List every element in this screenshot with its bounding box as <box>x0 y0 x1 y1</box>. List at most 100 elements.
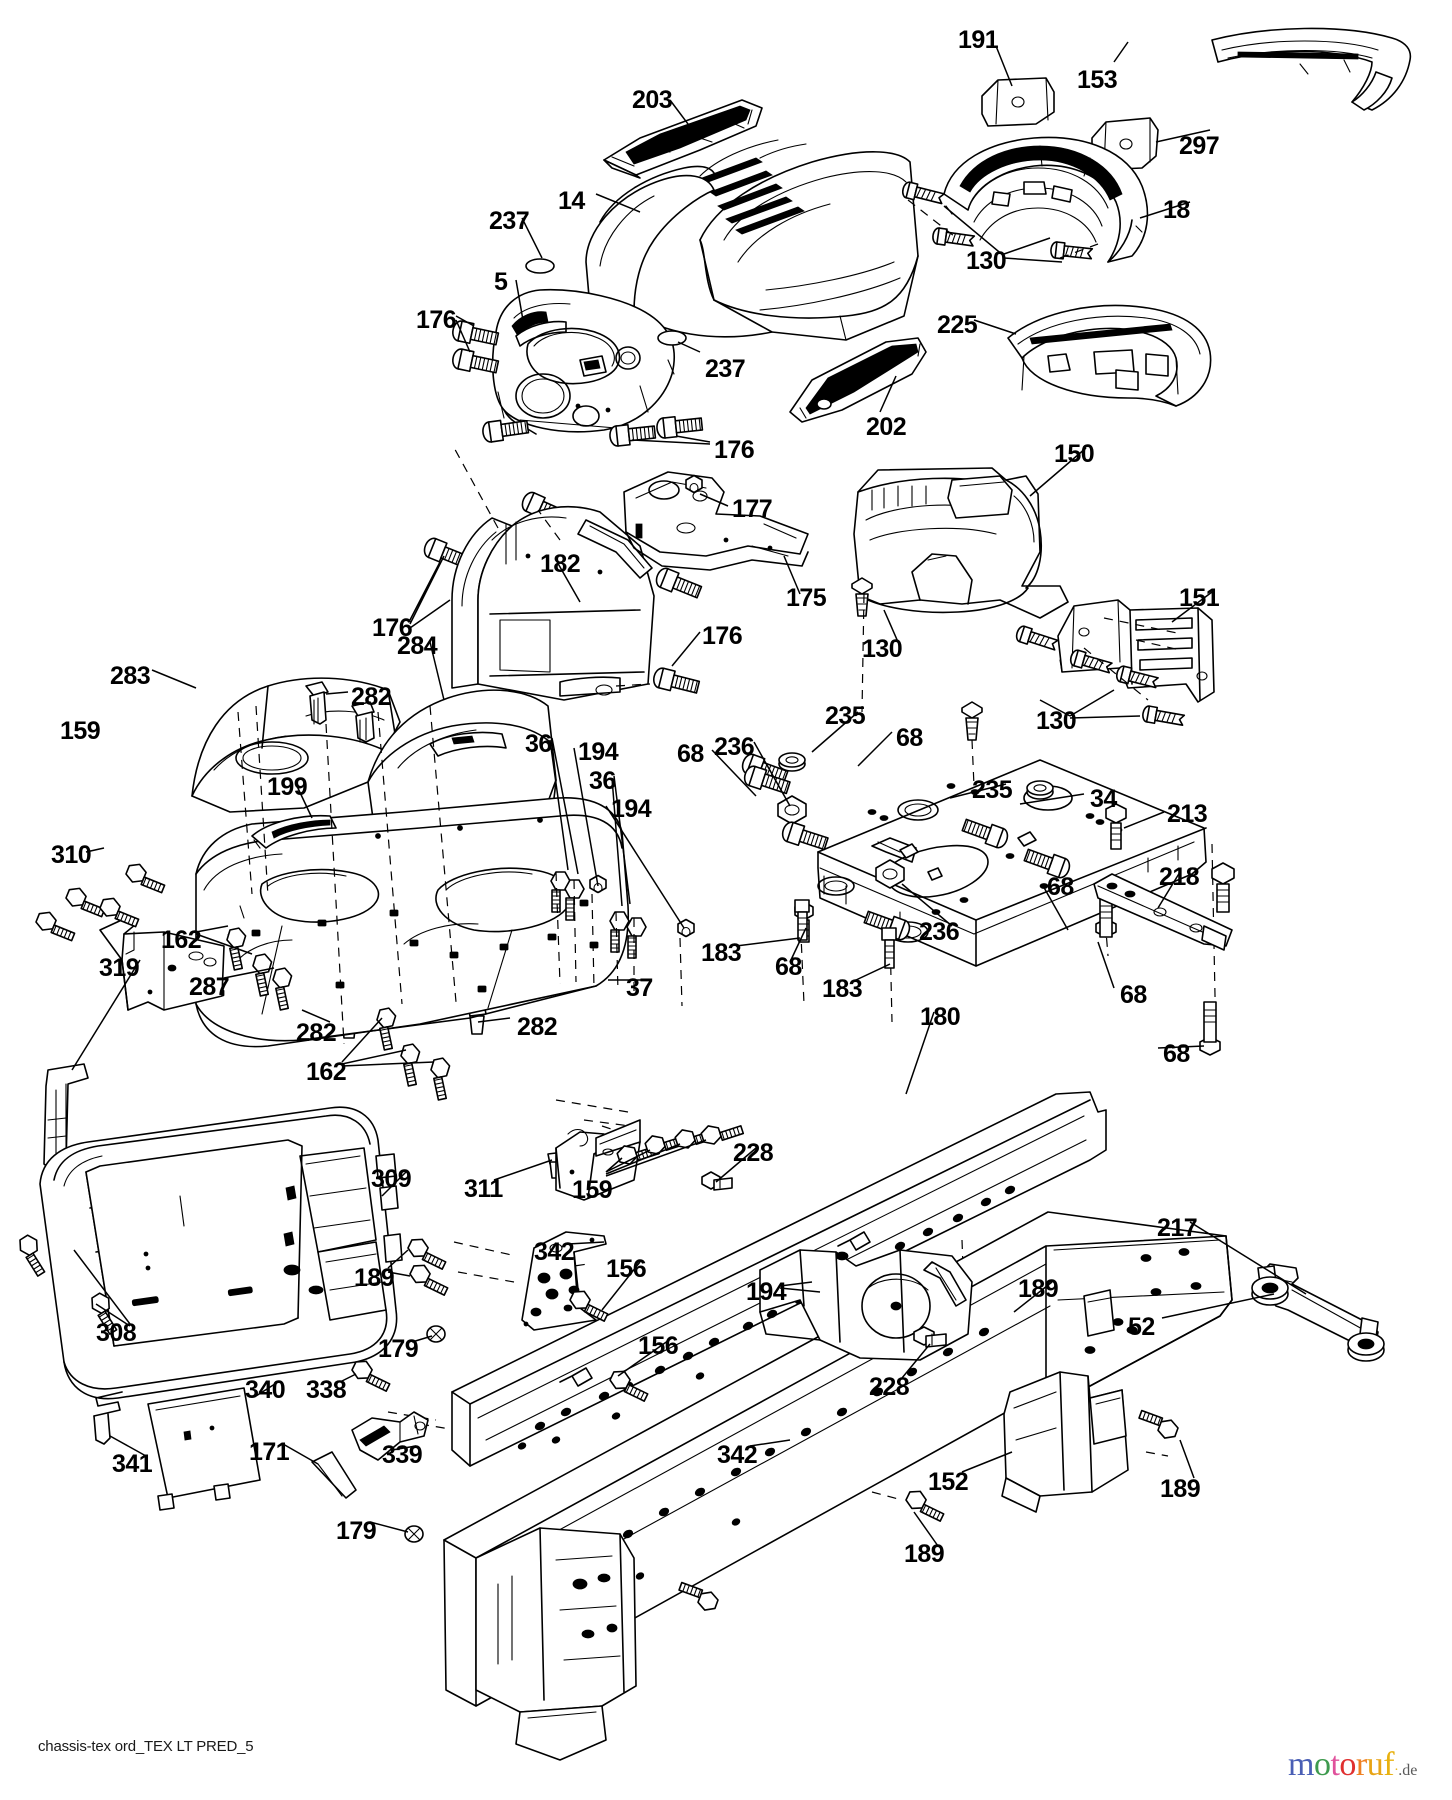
motoruf-watermark: motoruf·.de <box>1288 1748 1417 1782</box>
part-236-nut-a <box>777 795 807 825</box>
callout-282b: 282 <box>296 1019 337 1047</box>
callout-179a: 179 <box>378 1335 419 1363</box>
part-282-clip-b <box>351 701 375 743</box>
callout-189c: 189 <box>1160 1475 1201 1503</box>
part-159-bolt-b <box>63 884 110 919</box>
callout-177: 177 <box>732 495 773 523</box>
part-130-screw-b <box>931 226 976 250</box>
callout-68f: 68 <box>1163 1040 1190 1068</box>
callout-342a: 342 <box>534 1238 575 1266</box>
callout-159a: 159 <box>60 717 101 745</box>
callout-342b: 342 <box>717 1441 758 1469</box>
part-282-clip-a <box>305 681 329 725</box>
callout-235b: 235 <box>972 776 1013 804</box>
part-311-hitch-bracket <box>555 1119 641 1201</box>
callout-282a: 282 <box>351 683 392 711</box>
part-159-bolt-a <box>33 908 80 943</box>
part-52-bushing-a <box>1251 1276 1289 1306</box>
callout-14: 14 <box>558 187 585 215</box>
callout-283: 283 <box>110 662 151 690</box>
part-68-bolt-g <box>1095 898 1117 938</box>
part-179-nut-a <box>426 1325 446 1343</box>
callout-68d: 68 <box>775 953 802 981</box>
callout-68e: 68 <box>1120 981 1147 1009</box>
part-37-body-cover <box>195 797 630 1048</box>
callout-182: 182 <box>540 550 581 578</box>
callout-162b: 162 <box>306 1058 347 1086</box>
callout-189a: 189 <box>354 1264 395 1292</box>
callout-297: 297 <box>1179 132 1220 160</box>
callout-171: 171 <box>249 1438 290 1466</box>
part-176-screw-b <box>450 346 501 378</box>
part-183-bolt-a <box>794 899 810 941</box>
part-225-lower-bumper <box>1007 304 1212 407</box>
part-309-rear-enclosure <box>39 1106 403 1400</box>
callout-156b: 156 <box>638 1332 679 1360</box>
callout-5: 5 <box>494 268 508 296</box>
callout-236b: 236 <box>919 918 960 946</box>
callout-183a: 183 <box>701 939 742 967</box>
part-68-bolt-c <box>779 819 831 855</box>
callout-130a: 130 <box>966 247 1007 275</box>
part-199-handle <box>251 814 337 849</box>
callout-284: 284 <box>397 632 438 660</box>
part-237-plug-lower <box>657 330 687 346</box>
part-130-screw-c <box>1049 240 1094 263</box>
callout-130b: 130 <box>862 635 903 663</box>
callout-68c: 68 <box>1047 873 1074 901</box>
watermark-letter: u <box>1366 1746 1384 1783</box>
part-130-screw-f <box>1013 624 1060 654</box>
callout-228a: 228 <box>733 1139 774 1167</box>
callout-18: 18 <box>1163 196 1190 224</box>
part-202-grille-trim <box>789 337 927 423</box>
part-156-bolt-c <box>674 1580 721 1614</box>
callout-225: 225 <box>937 311 978 339</box>
callout-218: 218 <box>1159 863 1200 891</box>
watermark-letter: o <box>1339 1746 1356 1783</box>
callout-217: 217 <box>1157 1214 1198 1242</box>
part-5-dashboard-console <box>491 288 676 435</box>
part-36-screw-d <box>626 917 647 959</box>
part-130-screw-i <box>1140 704 1186 729</box>
callout-153: 153 <box>1077 66 1118 94</box>
part-339-link <box>351 1411 429 1461</box>
callout-213: 213 <box>1167 800 1208 828</box>
part-203-grille-trim <box>603 99 763 179</box>
callout-152: 152 <box>928 1468 969 1496</box>
watermark-letter: f <box>1383 1746 1395 1783</box>
callout-282c: 282 <box>517 1013 558 1041</box>
part-182-fender-panel <box>451 506 655 701</box>
part-162-screw-e <box>398 1042 427 1087</box>
part-159-bolt-d <box>123 860 170 895</box>
callout-199: 199 <box>267 773 308 801</box>
callout-194c: 194 <box>746 1278 787 1306</box>
part-189-bolt-a <box>405 1234 451 1271</box>
part-213-bolt <box>1105 803 1127 850</box>
callout-68a: 68 <box>896 724 923 752</box>
callout-203: 203 <box>632 86 673 114</box>
callout-319: 319 <box>99 954 140 982</box>
callout-68b: 68 <box>677 740 704 768</box>
callout-287: 287 <box>189 973 230 1001</box>
part-130-screw-e <box>961 701 983 741</box>
callout-309: 309 <box>371 1165 412 1193</box>
callout-236a: 236 <box>714 733 755 761</box>
callout-235a: 235 <box>825 702 866 730</box>
part-310-bracket <box>99 917 225 1011</box>
callout-183b: 183 <box>822 975 863 1003</box>
part-235-bushing-b <box>1026 780 1054 800</box>
part-235-bushing-a <box>778 752 806 772</box>
part-52-bushing-b <box>1347 1332 1385 1362</box>
callout-189d: 189 <box>904 1540 945 1568</box>
callout-150: 150 <box>1054 440 1095 468</box>
part-175-177-bracket <box>623 471 809 571</box>
callout-311: 311 <box>464 1175 503 1203</box>
part-162-screw-f <box>428 1056 457 1101</box>
callout-159b: 159 <box>572 1176 613 1204</box>
part-176-screw-d <box>608 421 657 448</box>
callout-194b: 194 <box>611 795 652 823</box>
callout-191: 191 <box>958 26 999 54</box>
callout-308: 308 <box>96 1319 137 1347</box>
callout-340: 340 <box>245 1376 286 1404</box>
